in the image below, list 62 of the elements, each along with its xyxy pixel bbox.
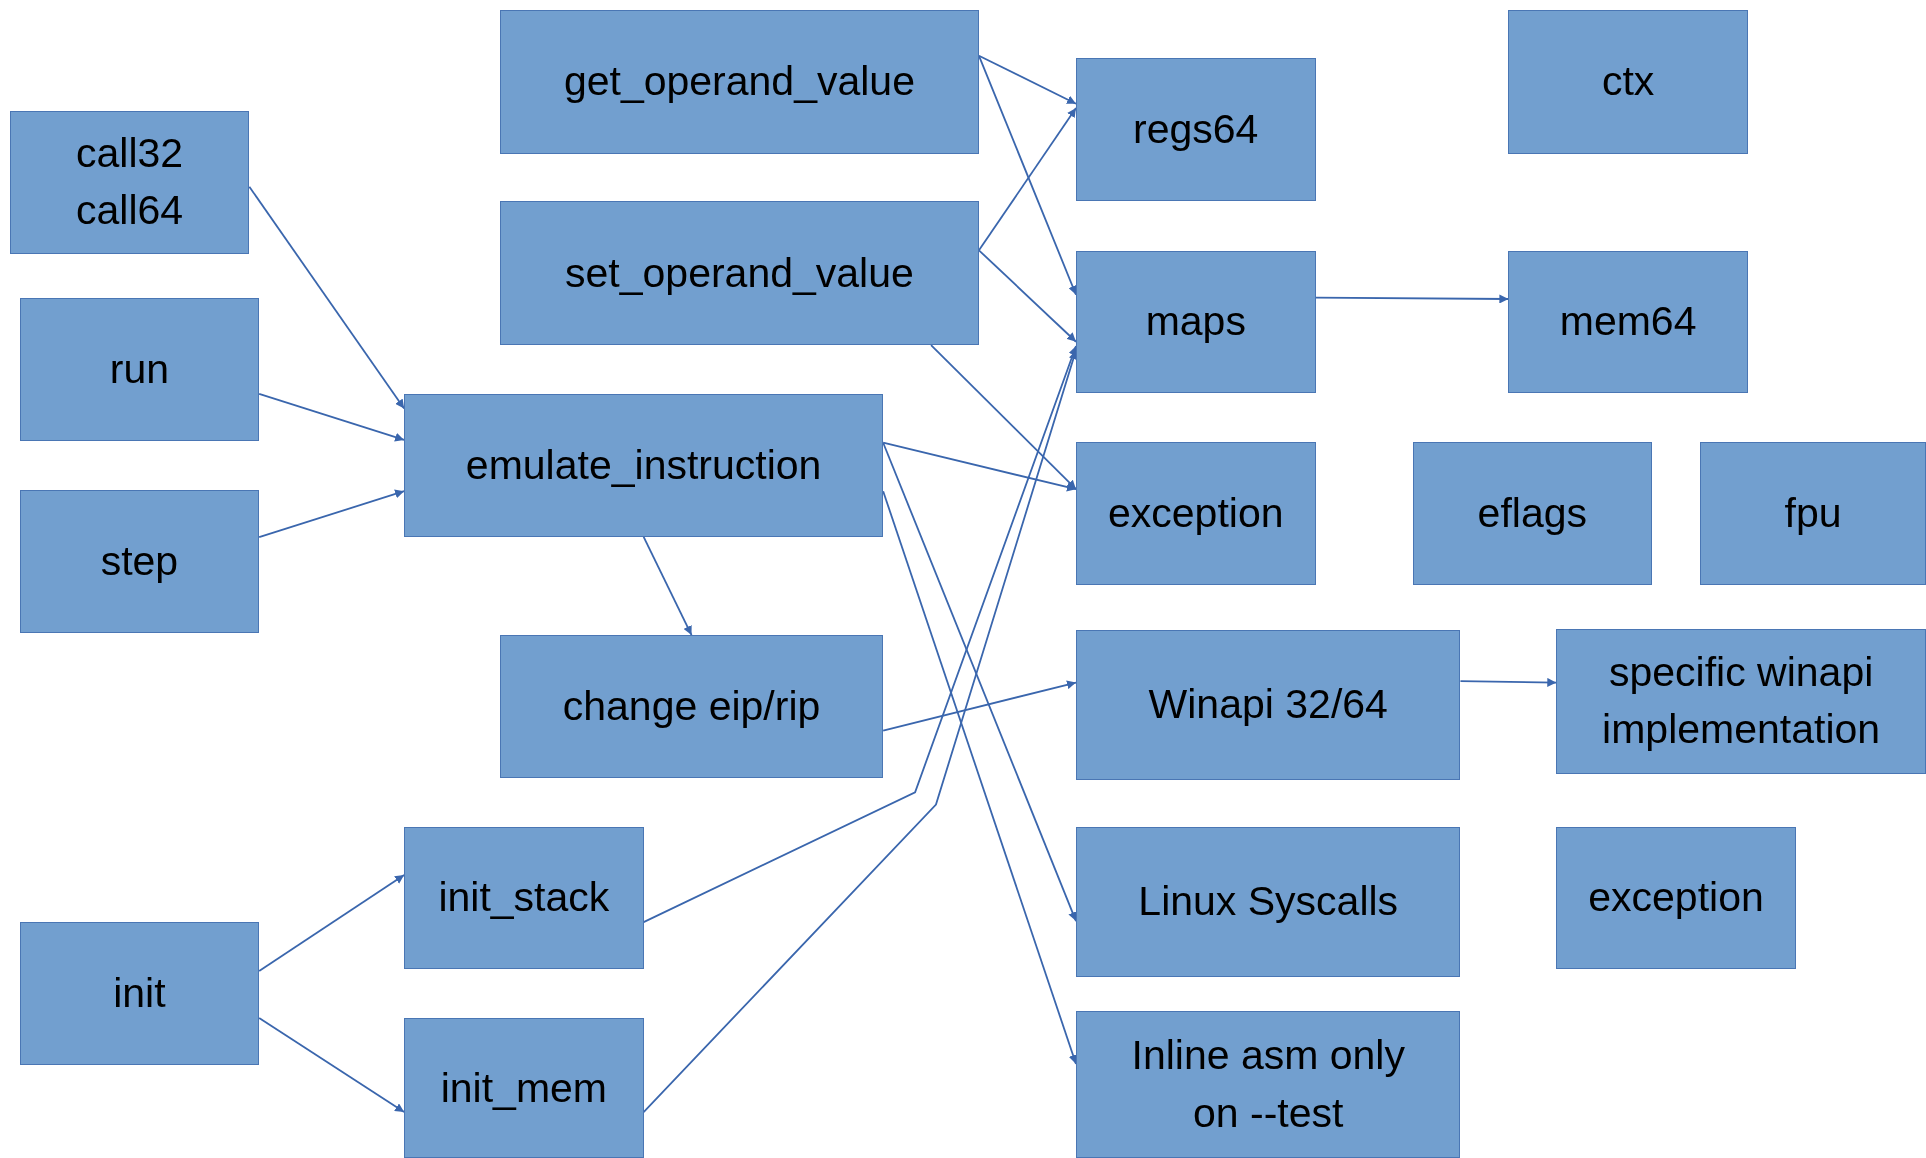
arrow xyxy=(248,185,405,410)
process-box xyxy=(1076,1010,1461,1158)
node-label: regs64 xyxy=(1132,104,1260,154)
process-box xyxy=(1076,630,1461,780)
arrow xyxy=(930,344,1077,491)
node-label: Winapi 32/64 xyxy=(1147,680,1389,730)
node-label: mem64 xyxy=(1558,297,1698,347)
node-label: init xyxy=(112,969,167,1018)
process-box xyxy=(1556,628,1926,774)
process-box xyxy=(9,110,250,255)
arrow xyxy=(258,393,405,442)
node-label: specific winapi implementation xyxy=(1601,647,1882,755)
node-label: emulate_instruction xyxy=(464,440,823,490)
process-box xyxy=(19,298,260,441)
process-box xyxy=(1556,826,1796,970)
node-label: eflags xyxy=(1476,488,1589,538)
arrow xyxy=(642,535,693,636)
arrow xyxy=(258,1017,405,1113)
node-label: step xyxy=(99,536,180,586)
process-box xyxy=(1076,826,1461,977)
node-label: run xyxy=(108,345,171,394)
arrow xyxy=(978,249,1077,343)
arrow xyxy=(258,489,405,538)
node-label: Linux Syscalls xyxy=(1137,876,1400,926)
process-box xyxy=(404,1018,644,1158)
node-label: init_mem xyxy=(439,1063,609,1113)
process-box xyxy=(499,9,979,154)
process-box xyxy=(19,490,260,633)
process-box xyxy=(1412,442,1653,585)
arrow xyxy=(978,54,1077,296)
node-label: Inline asm only on --test xyxy=(1130,1031,1406,1138)
arrow xyxy=(1314,294,1510,304)
arrow xyxy=(978,54,1077,105)
arrow xyxy=(882,441,1077,922)
process-box xyxy=(1700,442,1926,585)
process-box xyxy=(1508,250,1748,394)
node-label: fpu xyxy=(1783,488,1843,538)
arrow xyxy=(978,107,1077,252)
process-box xyxy=(19,922,260,1065)
node-label: exception xyxy=(1587,873,1765,923)
process-box xyxy=(1076,442,1316,585)
node-label: exception xyxy=(1107,488,1285,538)
arrow xyxy=(882,441,1077,492)
arrow xyxy=(642,345,1078,923)
arrow xyxy=(258,874,405,972)
node-label: init_stack xyxy=(437,873,611,923)
process-box xyxy=(404,826,644,970)
process-box xyxy=(404,394,884,537)
arrow xyxy=(882,490,1078,1065)
process-box xyxy=(1508,9,1748,154)
arrow xyxy=(1459,677,1558,687)
node-label: maps xyxy=(1144,297,1247,347)
node-label: ctx xyxy=(1600,56,1656,106)
node-label: call32 call64 xyxy=(75,129,185,236)
node-label: set_operand_value xyxy=(564,248,915,298)
process-box xyxy=(1076,250,1316,394)
process-box xyxy=(499,635,884,778)
node-label: get_operand_value xyxy=(562,56,916,106)
node-label: change eip/rip xyxy=(561,681,822,731)
arrow xyxy=(882,680,1077,732)
process-box xyxy=(499,201,979,346)
process-box xyxy=(1076,57,1316,202)
